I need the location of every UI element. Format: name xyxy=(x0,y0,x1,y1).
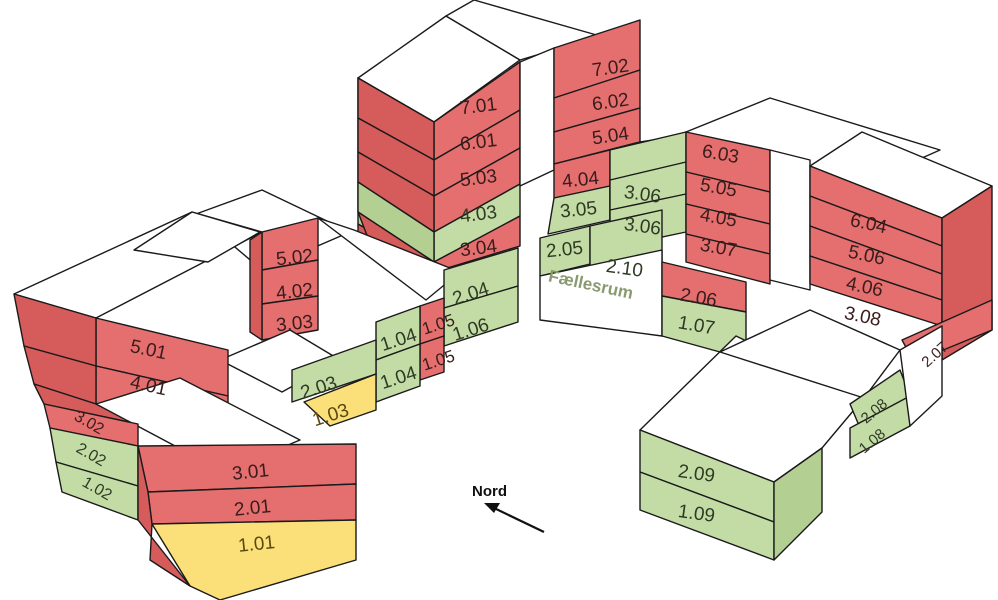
central-tower xyxy=(357,0,641,273)
unit-label: 6.01 xyxy=(459,130,498,155)
unit-label: 2.01 xyxy=(233,496,272,521)
unit-label: 7.01 xyxy=(459,94,498,119)
unit-1-01[interactable] xyxy=(151,519,357,600)
unit-label: 1.01 xyxy=(237,532,276,557)
unit-label: 6.02 xyxy=(591,89,631,115)
unit-label: 3.01 xyxy=(231,460,270,485)
left-wing xyxy=(13,211,357,600)
unit-label: 5.04 xyxy=(591,123,631,149)
right-front-block xyxy=(639,309,943,561)
unit-1-03[interactable] xyxy=(303,373,377,427)
unit-label: 4.03 xyxy=(459,202,498,227)
unit-label: 4.04 xyxy=(561,168,600,193)
unit-label: 3.04 xyxy=(459,236,499,261)
unit-label: 3.03 xyxy=(275,312,314,337)
center-wing xyxy=(539,131,707,337)
unit-3-07[interactable] xyxy=(685,233,771,285)
right-tower xyxy=(661,97,941,353)
compass-label: Nord xyxy=(472,483,507,500)
unit-label: 2.05 xyxy=(545,238,584,263)
unit-label: 3.06 xyxy=(623,214,663,240)
unit-label: 3.06 xyxy=(623,182,663,208)
compass: Nord xyxy=(472,483,545,533)
unit-label: 4.02 xyxy=(275,280,314,305)
unit-label: 5.03 xyxy=(459,166,498,191)
north-arrow-icon xyxy=(484,503,545,533)
far-right-tower xyxy=(809,131,993,363)
unit-label: 5.02 xyxy=(275,246,314,271)
unit-label: 1.09 xyxy=(677,501,717,527)
mid-left-wing xyxy=(195,189,519,427)
unit-label: 3.05 xyxy=(559,198,598,223)
unit-label: 2.10 xyxy=(605,256,645,282)
unit-label: 2.09 xyxy=(677,461,717,487)
unit-label: 7.02 xyxy=(591,55,631,81)
